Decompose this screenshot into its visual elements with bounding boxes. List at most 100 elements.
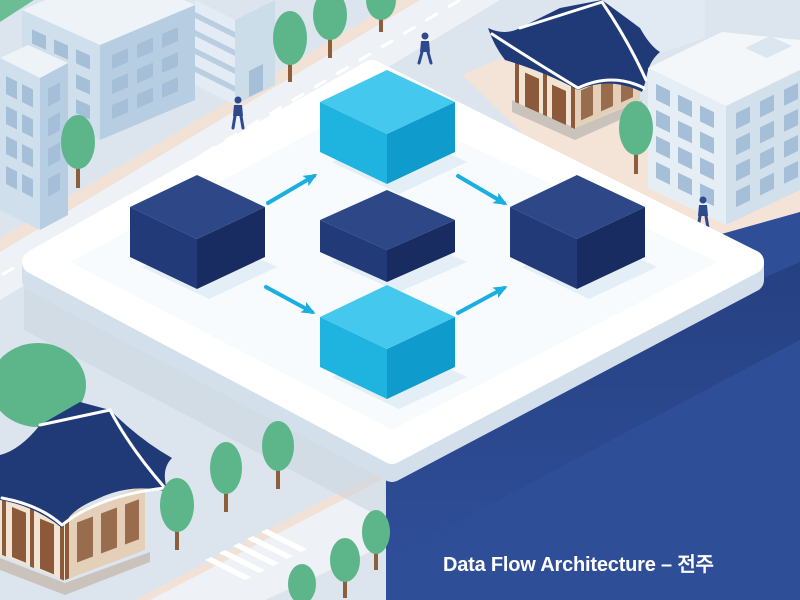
hanok-panel: [101, 507, 117, 554]
tree: [61, 115, 95, 188]
balcony-stripe: [195, 30, 235, 56]
tree-canopy: [362, 510, 390, 554]
crosswalk-stripe: [205, 557, 251, 580]
hanok-roof-eave: [490, 32, 646, 90]
node-navy-right: [510, 175, 645, 289]
window: [48, 112, 60, 137]
node-top-face: [320, 70, 455, 134]
crosswalk-stripe: [233, 543, 279, 566]
tree: [288, 564, 316, 600]
hanok-roof-ridge: [38, 408, 112, 427]
building-b-balconies: [195, 12, 235, 92]
hanok-panel: [125, 499, 139, 545]
window: [784, 161, 798, 184]
node-left-face: [320, 220, 387, 282]
window: [784, 83, 798, 106]
tree-canopy: [61, 115, 95, 169]
window: [76, 74, 90, 95]
window: [162, 77, 178, 98]
window: [137, 62, 153, 84]
tree: [330, 538, 360, 598]
crosswalk-stripe: [261, 529, 307, 552]
pedestrian-head: [234, 96, 242, 104]
building-c: [0, 45, 68, 230]
flow-arrow-left-to-bottom: [264, 285, 316, 314]
window: [784, 109, 798, 132]
tree: [313, 0, 347, 58]
hanok-roof-ridge: [518, 0, 604, 30]
window: [54, 39, 68, 60]
bottom-road: [150, 478, 385, 600]
node-left-face: [130, 207, 197, 289]
hanok-roof-eave: [0, 486, 167, 527]
tree-canopy: [619, 101, 653, 155]
window: [22, 144, 33, 168]
node-top-face: [320, 190, 455, 250]
window: [656, 109, 670, 133]
node-right-face: [387, 102, 455, 184]
hanok-post: [2, 488, 6, 557]
tree-trunk: [276, 467, 280, 489]
tree-canopy: [262, 421, 294, 471]
window: [760, 146, 774, 170]
node-right-face: [577, 207, 645, 289]
window: [6, 106, 17, 130]
flow-arrow-bottom-to-right: [456, 286, 508, 315]
window: [6, 166, 17, 190]
window: [678, 172, 692, 196]
window: [760, 120, 774, 144]
window: [760, 172, 774, 196]
window: [112, 98, 128, 119]
tree-trunk: [343, 578, 347, 598]
tree-canopy: [273, 11, 307, 65]
window: [736, 184, 750, 208]
building-d-rooftop-unit: [745, 36, 792, 58]
balcony-stripe: [195, 66, 235, 92]
tree-canopy: [288, 564, 316, 600]
hanok-foundation: [512, 100, 642, 140]
window: [736, 158, 750, 182]
tree: [262, 421, 294, 489]
tree: [160, 478, 194, 550]
hanok-post: [571, 83, 575, 130]
flow-arrow-left-to-top: [266, 173, 318, 205]
building-b-right-face: [235, 0, 275, 105]
pedestrian-body: [420, 41, 430, 52]
node-cyan-top: [320, 70, 455, 184]
bottom-sidewalk: [135, 468, 385, 600]
pedestrian-leg: [417, 50, 424, 65]
hanok-post: [60, 512, 64, 581]
window: [22, 84, 33, 108]
building-a-roof: [22, 0, 195, 45]
crosswalk: [205, 529, 307, 580]
platform-shadow-on-blue: [386, 262, 800, 560]
window: [137, 87, 153, 109]
window: [736, 106, 750, 130]
building-d-left-face: [648, 68, 726, 225]
building-c-roof: [0, 45, 68, 78]
hanok-door: [552, 84, 566, 125]
window: [112, 73, 128, 94]
pedestrian: [417, 32, 433, 65]
node-right-face: [387, 317, 455, 399]
tree-canopy: [160, 478, 194, 532]
node-navy-center: [320, 190, 455, 282]
building-b-door: [249, 64, 263, 97]
pedestrian-head: [421, 32, 429, 40]
window: [22, 114, 33, 138]
node-top-face: [320, 285, 455, 349]
building-d-left-windows: [656, 83, 714, 207]
hanok-door: [12, 506, 26, 563]
hanok-post: [65, 513, 69, 580]
node-right-face: [387, 220, 455, 282]
hanok-right-woodwork: [65, 499, 139, 580]
window: [678, 120, 692, 144]
building-d-right-windows: [736, 83, 798, 208]
pedestrian-body: [233, 105, 243, 116]
pedestrian-head: [699, 196, 707, 204]
window: [48, 142, 60, 167]
window: [162, 52, 178, 73]
balcony-stripe: [195, 48, 235, 74]
window: [700, 105, 714, 129]
